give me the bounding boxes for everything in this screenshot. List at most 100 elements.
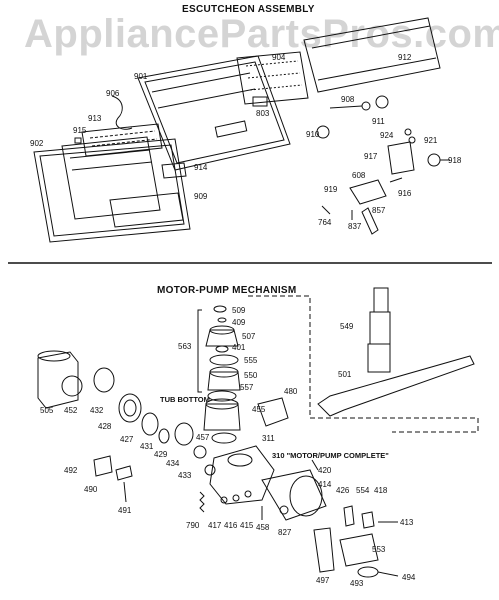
label-790: 790 (186, 521, 200, 530)
label-493: 493 (350, 579, 364, 588)
label-429: 429 (154, 450, 168, 459)
label-803: 803 (256, 109, 270, 118)
bracket-563 (197, 309, 202, 393)
label-764: 764 (318, 218, 332, 227)
plate-914 (161, 162, 187, 179)
dashed-boundary (248, 295, 479, 433)
tub-bottom-label: TUB BOTTOM (160, 395, 210, 404)
screw-415 (244, 490, 252, 498)
label-413: 413 (400, 518, 414, 527)
label-549: 549 (340, 322, 354, 331)
bracket-497 (313, 527, 335, 573)
spray-tube-549 (367, 287, 391, 373)
label-497: 497 (316, 576, 330, 585)
label-457: 457 (196, 433, 210, 442)
label-505: 505 (40, 406, 54, 415)
latch-assembly-917 (387, 128, 450, 175)
escutcheon-title: ESCUTCHEON ASSEMBLY (182, 4, 315, 15)
circuit-board-904 (236, 51, 309, 105)
label-921: 921 (424, 136, 438, 145)
label-490: 490 (84, 485, 98, 494)
label-494: 494 (402, 573, 416, 582)
switch-553 (339, 533, 379, 567)
motor-pump-body-311 (209, 445, 275, 505)
ribbon-cable-906 (111, 95, 133, 130)
collar-455 (203, 390, 241, 431)
float-494 (357, 566, 379, 578)
label-857: 857 (372, 206, 386, 215)
motor-pump-title: MOTOR-PUMP MECHANISM (157, 285, 297, 296)
label-553: 553 (372, 545, 386, 554)
label-608: 608 (352, 171, 366, 180)
actuator-426 (343, 505, 355, 527)
label-458: 458 (256, 523, 270, 532)
label-911: 911 (372, 117, 385, 126)
label-906: 906 (106, 89, 120, 98)
label-554: 554 (356, 486, 370, 495)
impeller-428 (118, 393, 142, 423)
label-417: 417 (208, 521, 222, 530)
label-901: 901 (134, 72, 148, 81)
label-420: 420 (318, 466, 332, 475)
part-433 (204, 464, 216, 476)
plate-429 (174, 422, 194, 446)
front-frame-902 (33, 138, 191, 243)
label-916: 916 (398, 189, 412, 198)
label-455: 455 (252, 405, 266, 414)
label-416: 416 (224, 521, 238, 530)
guard-480 (257, 397, 289, 427)
screw-416 (232, 494, 240, 502)
label-913: 913 (88, 114, 102, 123)
membrane-switch-913 (81, 123, 163, 157)
label-924: 924 (380, 131, 394, 140)
spring-790 (199, 491, 205, 513)
label-426: 426 (336, 486, 350, 495)
wash-arm-hub-stack (205, 305, 241, 391)
clip-490 (115, 465, 133, 481)
label-902: 902 (30, 139, 44, 148)
label-311: 311 (262, 434, 275, 443)
part-554 (361, 511, 375, 529)
label-912: 912 (398, 53, 412, 62)
motor-assembly (261, 459, 327, 521)
label-915: 915 (73, 126, 87, 135)
screw-764 (321, 205, 331, 215)
module-803 (252, 96, 268, 107)
label-501: 501 (338, 370, 352, 379)
spring-491 (123, 481, 127, 503)
label-452: 452 (64, 406, 78, 415)
label-433: 433 (178, 471, 192, 480)
part-434 (193, 445, 207, 459)
label-434: 434 (166, 459, 180, 468)
label-418: 418 (374, 486, 388, 495)
gasket-457 (211, 432, 237, 444)
label-428: 428 (98, 422, 112, 431)
label-919: 919 (324, 185, 338, 194)
label-414: 414 (318, 480, 332, 489)
clip-915 (74, 137, 82, 144)
seal-427 (141, 412, 159, 436)
label-507: 507 (242, 332, 256, 341)
label-555: 555 (244, 356, 258, 365)
part-921 (408, 136, 416, 144)
label-431: 431 (140, 442, 154, 451)
label-409: 409 (232, 318, 246, 327)
label-401: 401 (232, 343, 246, 352)
label-550: 550 (244, 371, 258, 380)
label-563: 563 (178, 342, 192, 351)
label-492: 492 (64, 466, 78, 475)
label-914: 914 (194, 163, 208, 172)
label-557: 557 (240, 383, 254, 392)
clamp-452 (93, 367, 115, 393)
screw-827 (279, 505, 289, 515)
motor-pump-complete-label: 310 "MOTOR/PUMP COMPLETE" (272, 451, 389, 460)
label-509: 509 (232, 306, 246, 315)
label-491: 491 (118, 506, 132, 515)
hinge-parts-608 (349, 177, 403, 235)
bracket-492 (93, 455, 113, 477)
leader-494 (377, 571, 399, 577)
panel-insert-909 (61, 136, 161, 220)
label-918: 918 (448, 156, 462, 165)
label-827: 827 (278, 528, 292, 537)
